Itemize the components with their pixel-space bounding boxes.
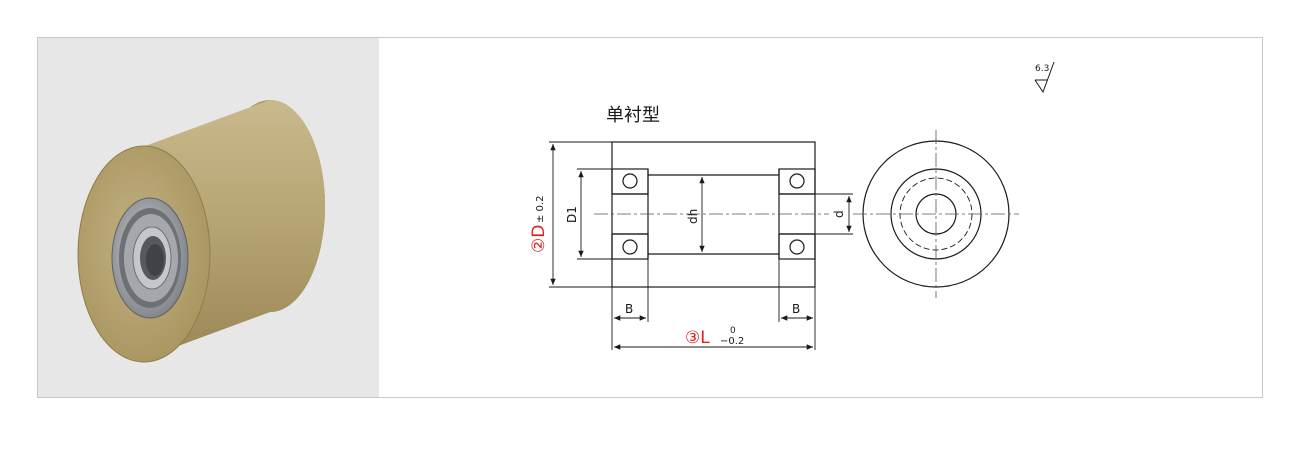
label-B-right: B	[792, 302, 800, 316]
technical-drawing-panel: 6.3 单衬型	[379, 38, 1262, 397]
section-view	[611, 141, 816, 288]
roughness-symbol: 6.3	[1034, 61, 1055, 94]
label-dh: dh	[686, 209, 700, 224]
label-D: ②D	[529, 225, 549, 253]
technical-drawing: 6.3 单衬型	[529, 61, 1055, 350]
label-L-tol-upper: 0	[730, 326, 736, 336]
roughness-value: 6.3	[1035, 64, 1049, 74]
ball-left-top	[622, 173, 638, 189]
product-photo-panel	[38, 38, 380, 397]
bearing-left-top	[611, 168, 649, 195]
dimension-B	[611, 259, 816, 350]
label-L: ③L	[685, 328, 710, 348]
drawing-title: 单衬型	[606, 105, 660, 126]
label-d: d	[832, 210, 846, 218]
ball-right-bottom	[789, 239, 805, 255]
label-D-tolerance: ± 0.2	[535, 196, 546, 223]
dimension-D	[549, 141, 612, 288]
bearing-right-top	[778, 168, 816, 195]
product-frame: 6.3 单衬型	[37, 37, 1263, 398]
label-D1: D1	[565, 206, 579, 223]
roller-photo	[77, 100, 325, 363]
bearing-right-bottom	[778, 233, 816, 260]
bearing-left-bottom	[611, 233, 649, 260]
dimension-d	[815, 193, 853, 235]
roller-outline	[611, 141, 816, 288]
ball-right-top	[789, 173, 805, 189]
ball-left-bottom	[622, 239, 638, 255]
label-L-tol-lower: −0.2	[720, 336, 744, 347]
dimension-D1	[577, 168, 612, 260]
label-B-left: B	[625, 302, 633, 316]
